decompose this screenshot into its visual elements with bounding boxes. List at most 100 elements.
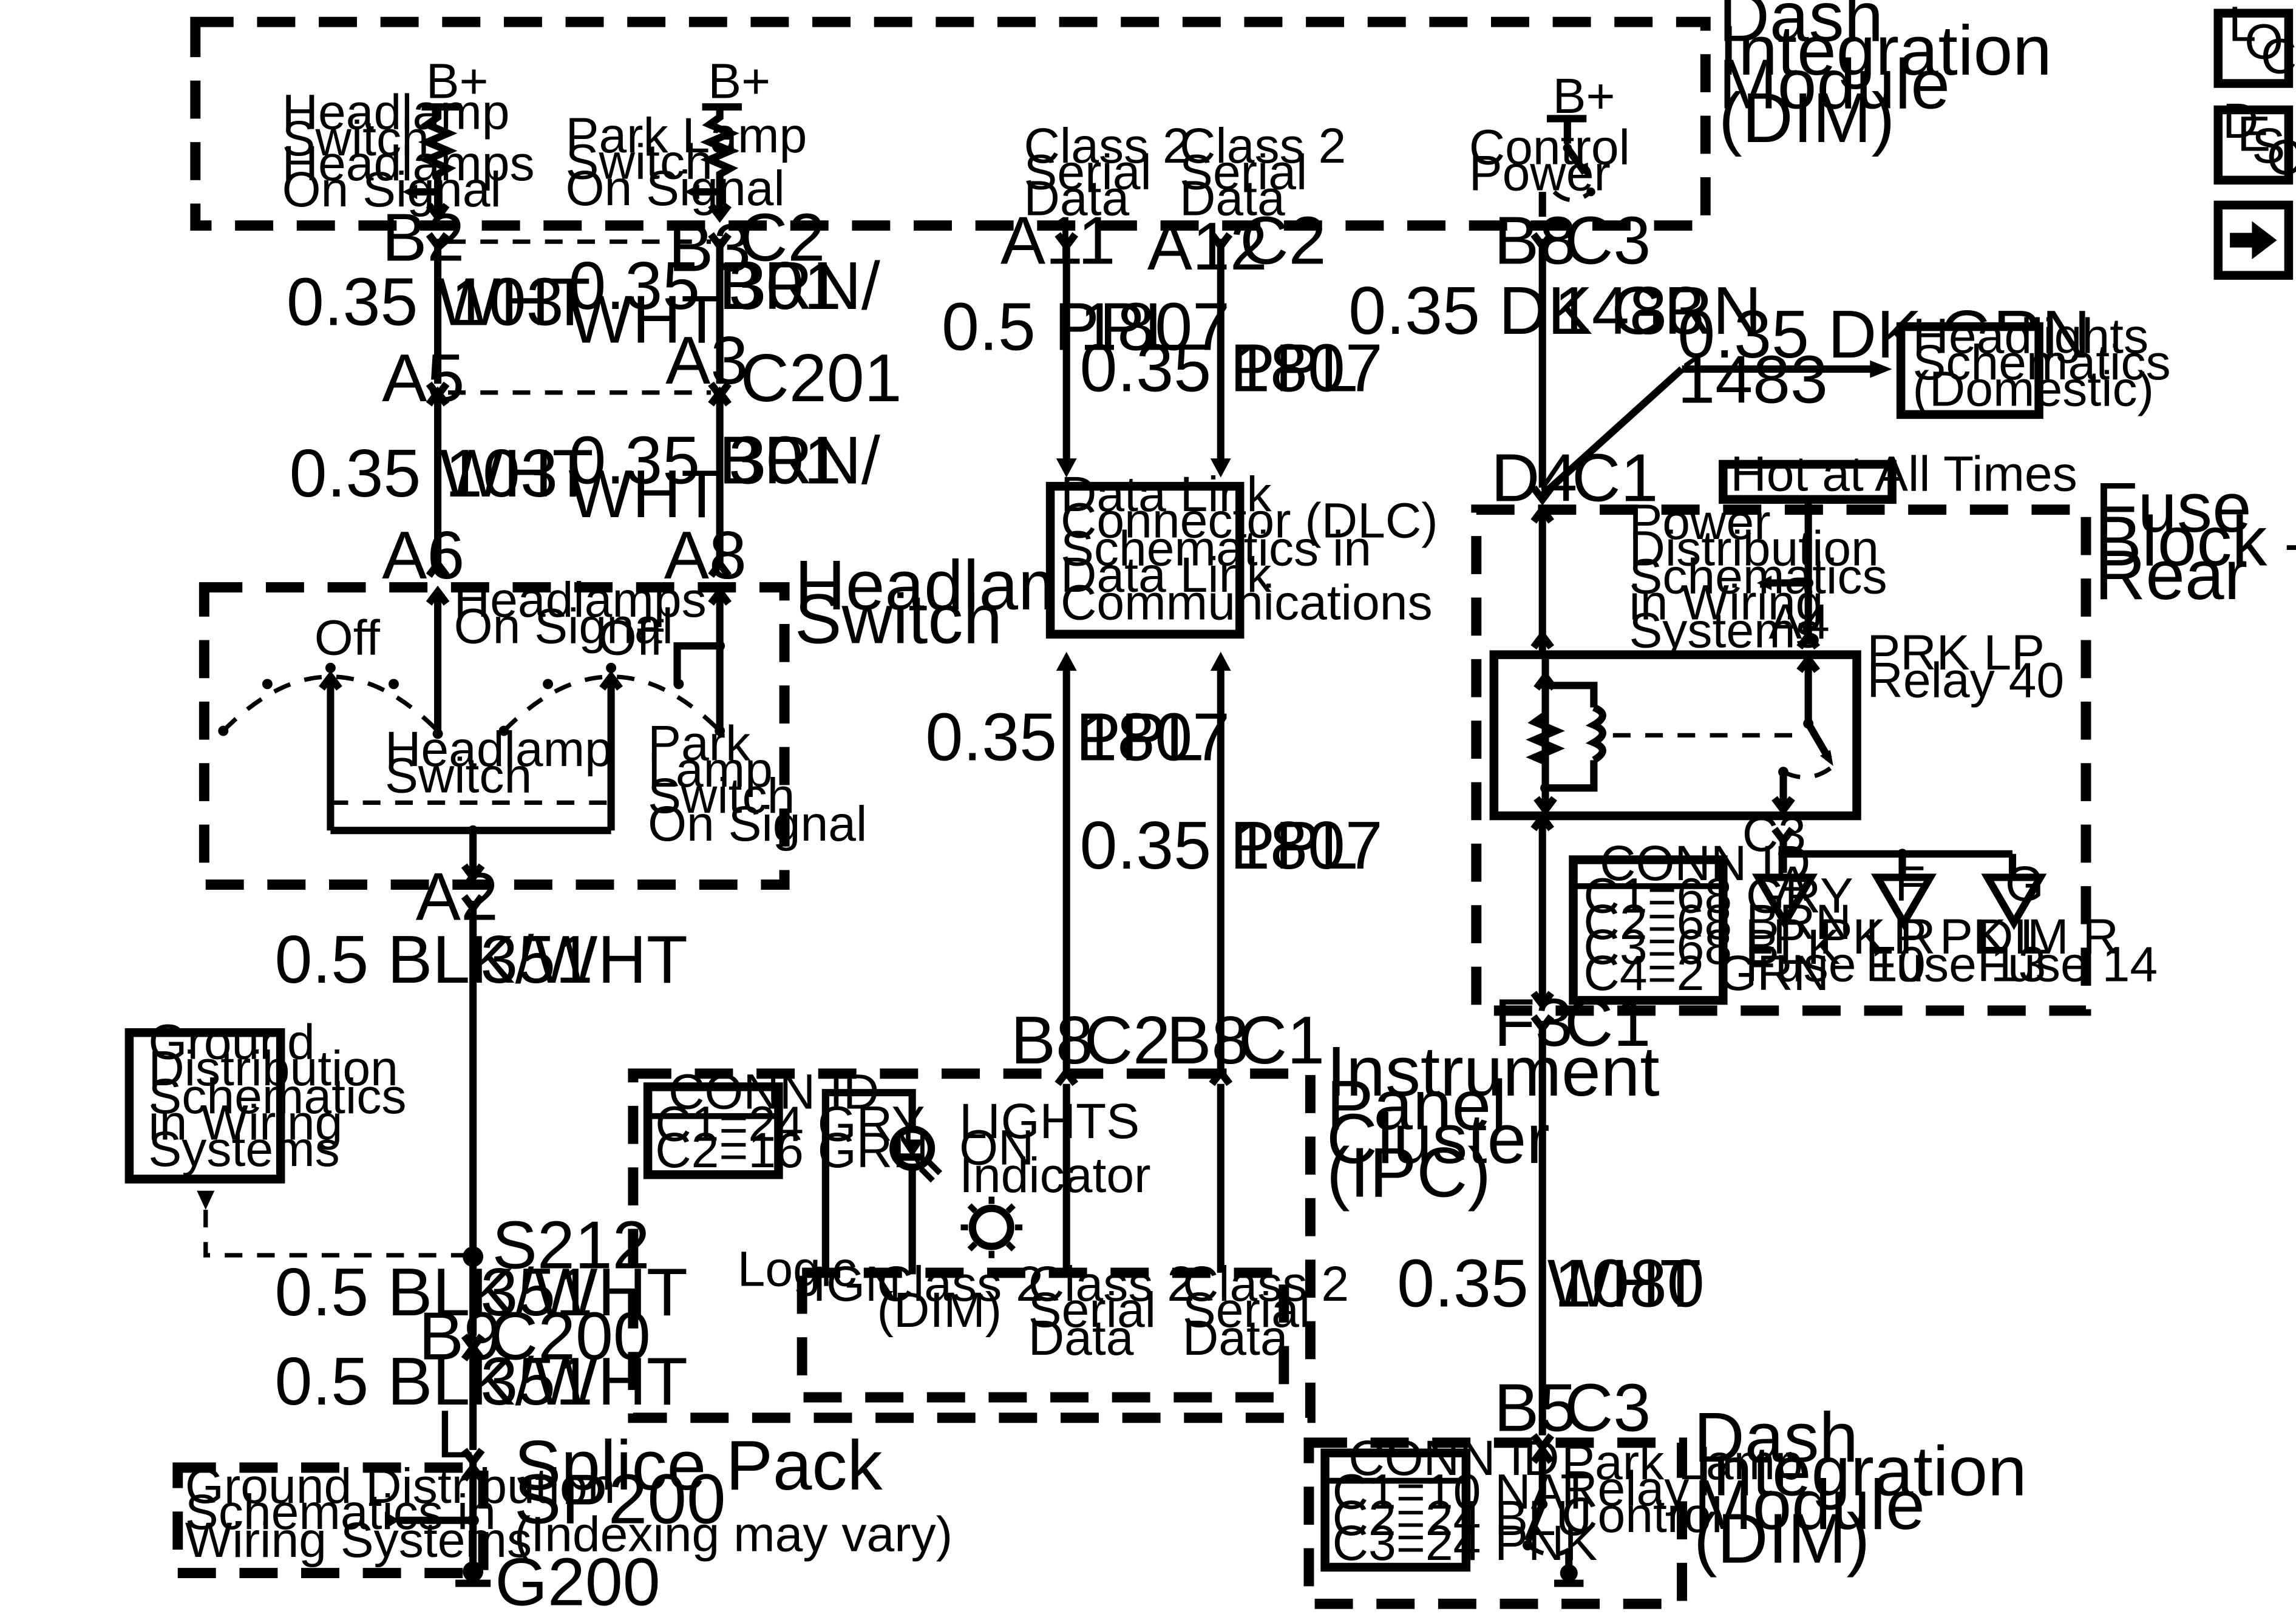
prk-lp-relay-40: PRK LP Relay 40 xyxy=(1489,625,2064,821)
headlamp-input-circuit: B+ Headlamp Switch Headlamps On Signal xyxy=(282,54,535,223)
wire-1080-circuit: 1080 xyxy=(1554,1246,1705,1321)
wire-1807-right xyxy=(1209,232,1233,1086)
svg-text:(DIM): (DIM) xyxy=(877,1283,1002,1338)
pin-a3: A3 xyxy=(665,322,748,398)
wire-351-gauge-b: 0.5 BLK/WHT xyxy=(274,1254,687,1330)
wire-1807-circuit-c: 1807 xyxy=(1079,699,1230,775)
svg-text:Headlamps: Headlamps xyxy=(282,136,535,191)
wire-301-gauge-a: 0.35 BRN/ xyxy=(568,248,880,324)
pin-c1-ipc: C1 xyxy=(1238,1002,1325,1078)
park-input-circuit: B+ Park Lamp Switch On Signal xyxy=(566,54,807,223)
svg-text:C3=24 PNK: C3=24 PNK xyxy=(1333,1516,1598,1571)
svg-text:Off: Off xyxy=(314,611,380,666)
svg-text:(Domestic): (Domestic) xyxy=(1912,362,2154,417)
wire-1483-gauge-a: 0.35 DK GRN xyxy=(1348,273,1761,348)
svg-text:(DIM): (DIM) xyxy=(1694,1499,1870,1578)
loc-button[interactable]: L O C xyxy=(2213,0,2296,88)
svg-text:C: C xyxy=(2267,130,2296,185)
svg-text:C2=16 GRN: C2=16 GRN xyxy=(655,1123,928,1178)
svg-text:Relay 40: Relay 40 xyxy=(1867,653,2064,708)
svg-text:On Signal: On Signal xyxy=(648,796,867,852)
svg-text:B+: B+ xyxy=(426,54,489,109)
svg-text:Integration: Integration xyxy=(1719,11,2052,90)
wire-1807-circuit-a: 1807 xyxy=(1079,289,1230,365)
svg-text:Schematics in: Schematics in xyxy=(185,1485,496,1540)
ground-ref-arrow-icon xyxy=(197,1190,215,1210)
splice-s212: S212 xyxy=(492,1207,650,1283)
wire-351-gauge-a: 0.5 BLK/WHT xyxy=(274,921,687,997)
svg-text:Park Lamp: Park Lamp xyxy=(1561,1435,1803,1490)
svg-text:Relay: Relay xyxy=(1561,1462,1689,1517)
svg-text:Class 2: Class 2 xyxy=(1183,1256,1349,1312)
svg-text:Rear: Rear xyxy=(2095,535,2248,614)
wire-351-circuit-c: 351 xyxy=(480,1343,593,1419)
svg-text:C2=24 BLU: C2=24 BLU xyxy=(1333,1491,1592,1546)
svg-text:C: C xyxy=(2261,29,2296,84)
headlights-reference[interactable]: Headlights Schematics (Domestic) xyxy=(1896,309,2171,419)
svg-text:Schematics: Schematics xyxy=(1629,549,1887,604)
svg-text:Switch: Switch xyxy=(385,748,532,804)
svg-text:Serial: Serial xyxy=(1024,144,1152,200)
ground-distribution-ref[interactable]: Ground Distribution Schematics in Wiring… xyxy=(124,1015,407,1184)
svg-text:Fuse: Fuse xyxy=(2095,468,2252,547)
serial-data-label-b: Class 2 Serial Data xyxy=(1180,118,1346,226)
svg-text:D: D xyxy=(2223,93,2258,149)
svg-text:(IPC): (IPC) xyxy=(1326,1133,1491,1212)
svg-text:CONN ID: CONN ID xyxy=(1348,1431,1559,1486)
svg-text:C1=68 GRY: C1=68 GRY xyxy=(1583,868,1853,923)
wire-351-circuit-b: 351 xyxy=(480,1254,593,1330)
wire-103 xyxy=(426,232,450,578)
wire-1483-circuit-b: 1483 xyxy=(1677,342,1828,418)
svg-text:Serial: Serial xyxy=(1180,144,1307,200)
svg-text:Communications: Communications xyxy=(1061,575,1433,631)
pin-l: L xyxy=(436,1396,474,1472)
fuse-g-icon: G DIM R Fuse 14 xyxy=(1977,856,2158,992)
svg-text:Control: Control xyxy=(1469,120,1630,175)
svg-text:L: L xyxy=(2229,0,2257,52)
wire-103-gauge-b: 0.35 WHT xyxy=(290,435,594,511)
svg-text:PRK LP: PRK LP xyxy=(1867,625,2045,680)
dim-module-top: Dash Integration Module (DIM) B+ Headlam… xyxy=(190,0,2052,231)
svg-text:Hot at All Times: Hot at All Times xyxy=(1730,446,2077,501)
pin-a5: A5 xyxy=(382,340,464,416)
pin-c2-ipc: C2 xyxy=(1084,1002,1170,1078)
svg-text:Splice Pack: Splice Pack xyxy=(514,1426,883,1505)
svg-text:Headlamp: Headlamp xyxy=(385,722,613,777)
dim-conn-id-table: CONN ID C1=10 NAT C2=24 BLU C3=24 PNK xyxy=(1320,1431,1598,1572)
wire-1080-gauge: 0.35 WHT xyxy=(1397,1246,1701,1321)
svg-text:B+: B+ xyxy=(708,54,770,109)
svg-text:Class 2: Class 2 xyxy=(877,1256,1044,1312)
serial-data-label-a: Class 2 Serial Data xyxy=(1024,118,1190,226)
hot-at-all-times-label: Hot at All Times xyxy=(1719,446,2077,504)
svg-text:Integration: Integration xyxy=(1694,1432,2027,1511)
wire-1807-gauge-a: 0.5 PPL xyxy=(942,289,1182,365)
svg-text:On Signal: On Signal xyxy=(282,162,501,217)
svg-text:DIM R: DIM R xyxy=(1977,909,2119,964)
wire-1483 xyxy=(1530,232,1892,506)
pin-c201: C201 xyxy=(741,340,902,416)
pin-b8-ipc-b: B8 xyxy=(1166,1002,1249,1078)
wire-1807-gauge-c: 0.35 PPL xyxy=(925,699,1203,775)
wire-1807-gauge-b: 0.35 PPL xyxy=(1079,330,1357,405)
svg-text:Switch: Switch xyxy=(795,579,1002,658)
svg-text:Schematics: Schematics xyxy=(1912,335,2170,390)
wire-301 xyxy=(708,232,732,578)
svg-text:(Indexing may vary): (Indexing may vary) xyxy=(514,1507,953,1562)
wire-1807-circuit-b: 1807 xyxy=(1232,330,1383,405)
svg-text:Data Link: Data Link xyxy=(1061,547,1272,603)
desc-button[interactable]: D E S C xyxy=(2213,93,2296,185)
dim-module-bottom: Dash Integration Module (DIM) CONN ID C1… xyxy=(1303,1398,2027,1609)
svg-text:C4=2 GRN: C4=2 GRN xyxy=(1583,946,1829,1001)
dlc-reference[interactable]: Data Link Connector (DLC) Schematics in … xyxy=(1045,467,1438,639)
next-button[interactable] xyxy=(2213,200,2294,280)
pin-b5: B5 xyxy=(1494,1370,1577,1446)
pin-c200: C200 xyxy=(489,1298,651,1374)
pin-a8: A8 xyxy=(664,517,747,593)
fuse-block-rear: Fuse Block – Rear Power Distribution Sch… xyxy=(1471,468,2296,1016)
svg-text:C3=68 BLK: C3=68 BLK xyxy=(1583,920,1840,975)
svg-text:CONN ID: CONN ID xyxy=(1600,836,1810,891)
ipc-conn-id-table: CONN ID C1=24 GRY C2=16 GRN xyxy=(643,1065,929,1179)
pin-d4: D4 xyxy=(1491,439,1577,515)
svg-text:Park Lamp: Park Lamp xyxy=(566,108,807,163)
svg-text:F: F xyxy=(1895,856,1925,912)
